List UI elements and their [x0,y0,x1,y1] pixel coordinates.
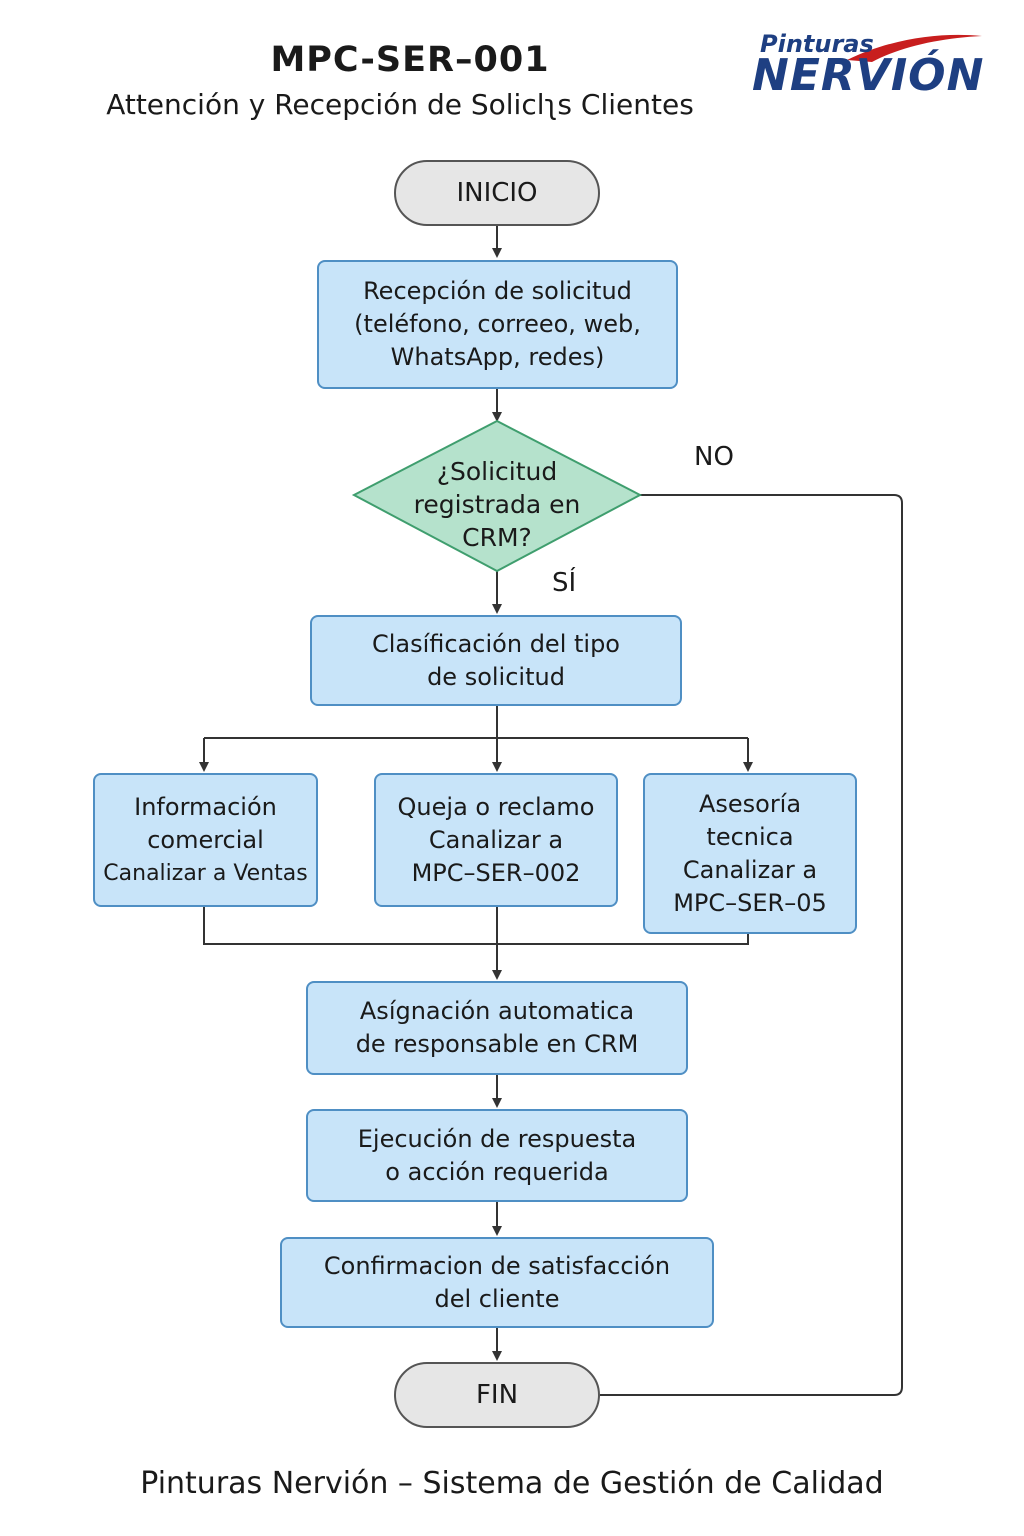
decision-line1: ¿Solicitud [436,457,558,486]
logo-swoosh-icon [847,34,982,62]
reception-line2: (teléfono, correeo, web, [354,310,641,338]
start-label: INICIO [456,178,538,208]
reception-step: Recepción de solicitud (teléfono, corree… [317,260,678,389]
advice-line2: tecnica [706,822,794,851]
advice-line3: Canalizar a [682,855,818,884]
assignment-step: Asígnación automatica de responsable en … [306,981,688,1075]
no-branch-line [600,494,903,1396]
decision-line3: CRM? [462,523,532,552]
assignment-line2: de responsable en CRM [355,1030,639,1058]
execution-step: Ejecución de respuesta o acción requerid… [306,1109,688,1202]
end-label: FIN [475,1380,519,1410]
confirmation-line1: Confirmacion de satisfacción [323,1251,671,1280]
technical-advice-step: Asesoría tecnica Canalizar a MPC–SER–05 [643,773,857,934]
company-logo: Pinturas NERVIÓN [752,30,987,105]
confirmation-step: Confirmacion de satisfacción del cliente [280,1237,714,1328]
commercial-line3: Canalizar a Ventas [103,860,308,886]
end-terminal: FIN [394,1362,600,1428]
logo-line1: Pinturas [760,30,874,58]
reception-line3: WhatsApp, redes) [390,343,605,371]
no-label: NO [694,442,734,472]
advice-line4: MPC–SER–05 [673,888,827,917]
classification-line1: Clasíficación del tipo [371,629,620,658]
document-code: MPC-SER–001 [270,40,550,80]
decision-diamond [351,419,643,573]
yes-label: SÍ [552,568,577,598]
commercial-info-step: Información comercial Canalizar a Ventas [93,773,318,907]
commercial-line2: comercial [147,825,264,854]
classification-step: Clasíficación del tipo de solicitud [310,615,682,706]
document-subtitle: Attención y Recepción de Soliclʅs Client… [106,88,694,121]
advice-line1: Asesoría [698,789,802,818]
footer-text: Pinturas Nervión – Sistema de Gestión de… [140,1466,884,1501]
decision-line2: registrada en [413,490,581,519]
execution-line2: o acción requerida [385,1157,609,1186]
complaint-line2: Canalizar a [428,825,564,854]
merge-line [203,907,749,945]
commercial-line1: Información [134,792,277,821]
complaint-step: Queja o reclamo Canalizar a MPC–SER–002 [374,773,618,907]
complaint-line1: Queja o reclamo [397,792,595,821]
complaint-line3: MPC–SER–002 [411,858,581,887]
execution-line1: Ejecución de respuesta [357,1124,637,1153]
decision-text: ¿Solicitud registrada en CRM? [372,455,622,554]
confirmation-line2: del cliente [434,1284,560,1313]
start-terminal: INICIO [394,160,600,226]
reception-line1: Recepción de solicitud [363,277,632,305]
logo-line2: NERVIÓN [752,50,985,101]
classification-line2: de solicitud [427,662,565,691]
assignment-line1: Asígnación automatica [359,997,635,1025]
